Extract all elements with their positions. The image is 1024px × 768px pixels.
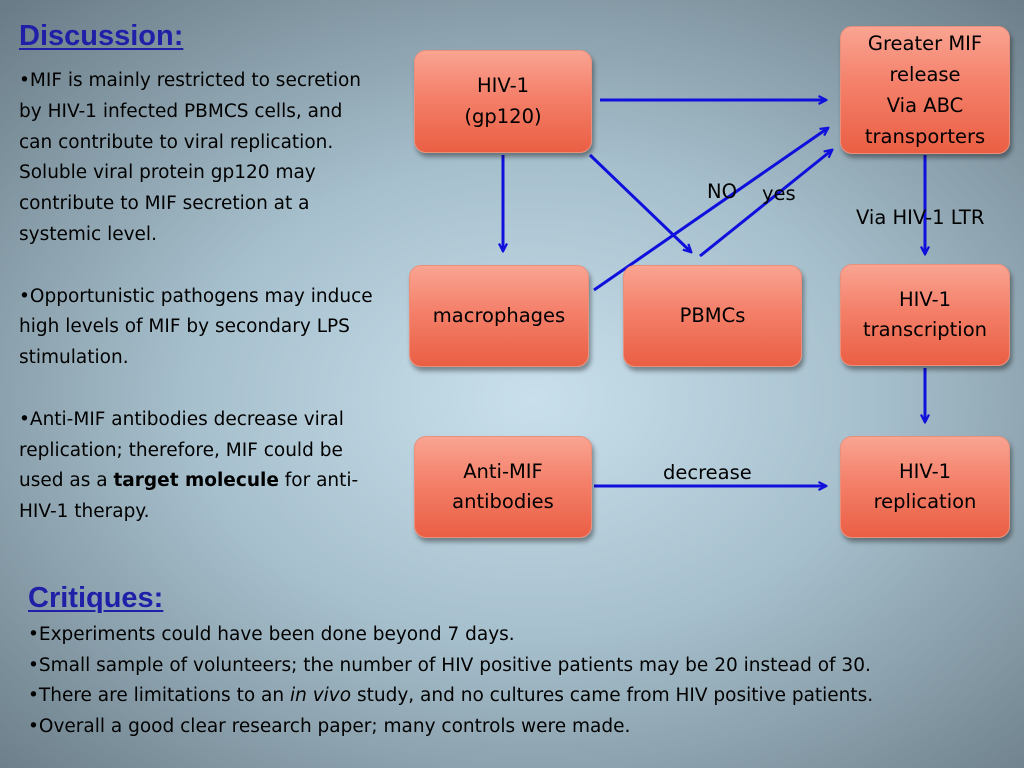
critique-item-2: •Small sample of volunteers; the number … [28,654,871,676]
discussion-heading: Discussion: [19,20,184,52]
node-hiv-transcription: HIV-1 transcription [840,264,1010,366]
critiques-list: •Experiments could have been done beyond… [28,620,1018,742]
discussion-paragraph-3-tail: for anti-HIV-1 therapy. [19,470,359,523]
arrow-pbmcs-to-greater-mif [699,150,832,258]
discussion-text: •MIF is mainly restricted to secretion b… [19,66,379,559]
critique-item-3: •There are limitations to an in vivo stu… [28,681,1018,712]
node-macrophages: macrophages [409,265,589,367]
critiques-heading: Critiques: [28,582,164,614]
node-pbmcs: PBMCs [623,265,802,367]
discussion-paragraph-3: •Anti-MIF antibodies decrease viral repl… [19,405,379,528]
label-no: NO [707,180,737,203]
node-hiv-gp120: HIV-1 (gp120) [414,50,592,153]
node-greater-mif-release: Greater MIF release Via ABC transporters [840,26,1010,154]
label-yes: yes [762,182,796,205]
discussion-paragraph-3-lead: •Anti-MIF antibodies decrease viral repl… [19,408,344,492]
critique-item-4: •Overall a good clear research paper; ma… [28,715,631,737]
arrow-macrophages-to-greater-mif [593,128,828,292]
discussion-paragraph-1: •MIF is mainly restricted to secretion b… [19,70,362,245]
node-anti-mif-antibodies: Anti-MIF antibodies [414,436,592,538]
target-molecule-emphasis: target molecule [113,470,279,492]
discussion-paragraph-2: •Opportunistic pathogens may induce high… [19,285,373,369]
in-vivo-emphasis: in vivo [289,685,352,706]
arrow-hiv-to-pbmcs [588,153,691,252]
label-via-hiv-ltr: Via HIV-1 LTR [856,206,985,229]
critique-item-3-lead: •There are limitations to an [28,685,290,706]
critique-item-1: •Experiments could have been done beyond… [28,624,515,645]
critique-item-3-tail: study, and no cultures came from HIV pos… [351,685,874,706]
label-decrease: decrease [663,461,752,484]
node-hiv-replication: HIV-1 replication [840,436,1010,538]
